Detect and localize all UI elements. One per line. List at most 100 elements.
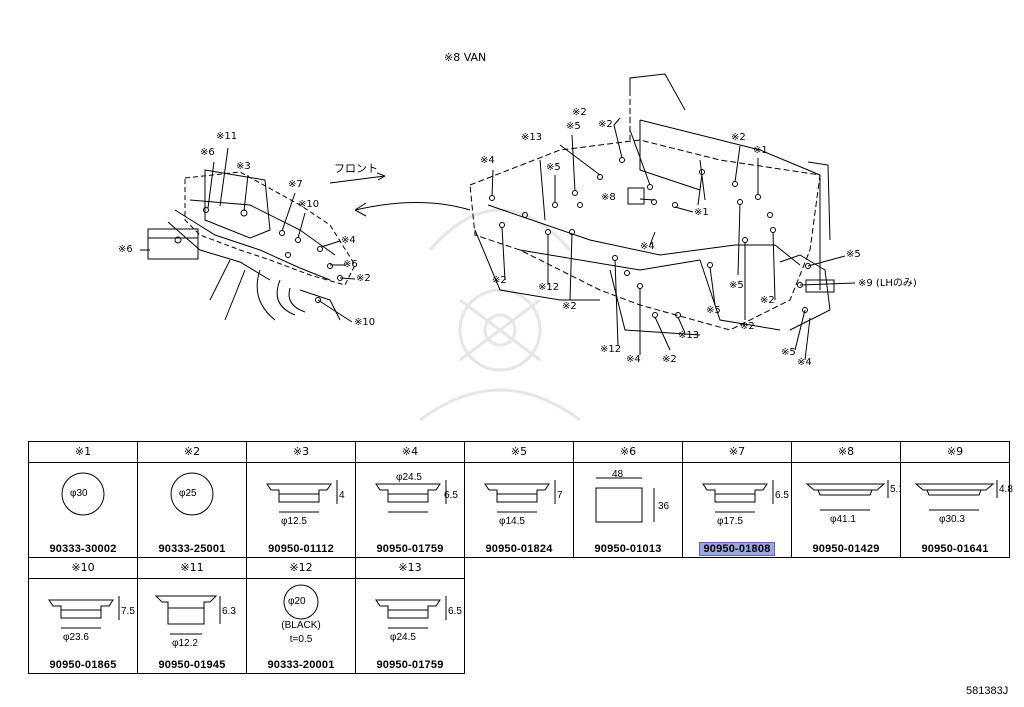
parts-diagram <box>140 73 856 422</box>
part-mark: ※12 <box>247 558 355 579</box>
van-label: ※8 VAN <box>444 51 487 64</box>
callout-2-r-h: ※2 <box>662 354 677 365</box>
callout-5-r-c: ※5 <box>846 249 861 260</box>
callout-4-r-a: ※4 <box>480 155 495 166</box>
part-mark: ※3 <box>247 442 355 463</box>
part-mark: ※13 <box>356 558 464 579</box>
part-dimension: 6.5 <box>448 606 462 617</box>
callout-5-r-a: ※5 <box>566 121 581 132</box>
part-mark: ※7 <box>683 442 791 463</box>
part-number[interactable]: 90950-01112 <box>247 543 355 555</box>
callout-12-r-b: ※12 <box>600 344 622 355</box>
part-number-text[interactable]: 90950-01759 <box>376 543 444 555</box>
part-number-text[interactable]: 90950-01945 <box>158 659 226 671</box>
part-number-text[interactable]: 90950-01013 <box>594 543 662 555</box>
part-dimension: 4.8 <box>999 484 1013 495</box>
part-drawing <box>266 480 338 513</box>
part-drawing <box>61 472 105 516</box>
part-number-text[interactable]: 90333-30002 <box>49 543 117 555</box>
callout-4-r-d: ※4 <box>797 357 812 368</box>
callout-6-left-top: ※6 <box>200 147 215 158</box>
part-number[interactable]: 90950-01808 <box>683 542 791 556</box>
callout-4-r-c: ※4 <box>626 354 641 365</box>
part-number[interactable]: 90950-01759 <box>356 659 464 671</box>
part-number-text[interactable]: 90950-01759 <box>376 659 444 671</box>
part-dimension: φ14.5 <box>499 516 525 527</box>
part-number-text[interactable]: 90950-01112 <box>268 543 334 555</box>
callout-8-r: ※8 <box>601 192 616 203</box>
part-dimension: φ12.5 <box>281 516 307 527</box>
callout-2-r-d: ※2 <box>492 275 507 286</box>
part-number[interactable]: 90333-20001 <box>247 659 355 671</box>
diagram-number: 581383J <box>966 685 1009 697</box>
part-dimension: 36 <box>658 501 670 512</box>
part-dimension: φ30 <box>70 488 88 499</box>
callout-5-r-d: ※5 <box>729 280 744 291</box>
part-cell: ※1 φ30 90333-30002 <box>28 441 138 558</box>
part-mark: ※9 <box>901 442 1009 463</box>
callout-2-left: ※2 <box>356 273 371 284</box>
part-drawing <box>48 596 120 629</box>
part-dimension: φ41.1 <box>830 514 856 525</box>
part-drawing <box>283 584 319 620</box>
part-drawing <box>484 480 556 513</box>
part-dimension: φ12.2 <box>172 638 198 649</box>
part-number[interactable]: 90333-25001 <box>138 543 246 555</box>
part-mark: ※11 <box>138 558 246 579</box>
callout-2-r-g: ※2 <box>740 321 755 332</box>
part-dimension: 7 <box>557 490 563 501</box>
van-body-drawing <box>469 73 856 361</box>
part-dimension: 6.5 <box>444 490 458 501</box>
callout-2-r-f: ※2 <box>562 301 577 312</box>
part-number-text[interactable]: 90950-01429 <box>812 543 880 555</box>
part-number[interactable]: 90950-01641 <box>901 543 1009 555</box>
callout-5-r-b: ※5 <box>546 162 561 173</box>
callout-12-r-a: ※12 <box>538 282 560 293</box>
part-mark: ※6 <box>574 442 682 463</box>
part-drawing <box>595 477 655 523</box>
part-dimension: φ17.5 <box>717 516 743 527</box>
part-dimension: 7.5 <box>121 606 135 617</box>
part-mark: ※1 <box>29 442 137 463</box>
part-dimension: φ20 <box>288 596 306 607</box>
front-body-drawing <box>140 147 471 323</box>
callout-10-left-top: ※10 <box>298 199 320 210</box>
part-number[interactable]: 90950-01013 <box>574 543 682 555</box>
part-number-text[interactable]: 90333-25001 <box>158 543 226 555</box>
callout-3-left: ※3 <box>236 161 251 172</box>
part-number-text[interactable]: 90950-01641 <box>921 543 989 555</box>
callout-5-r-e: ※5 <box>706 305 721 316</box>
callout-1-r-a: ※1 <box>753 145 768 156</box>
callout-2-r-b: ※2 <box>598 119 613 130</box>
part-drawing <box>170 472 214 516</box>
part-dimension: 5.1 <box>890 484 904 495</box>
part-dimension: φ24.5 <box>390 632 416 643</box>
part-mark: ※10 <box>29 558 137 579</box>
part-number-text[interactable]: 90950-01824 <box>485 543 553 555</box>
part-drawing <box>375 596 447 629</box>
front-label: フロント <box>334 162 378 175</box>
part-dimension: 48 <box>612 469 624 480</box>
callout-4-r-b: ※4 <box>640 241 655 252</box>
part-cell: ※13 6.5 φ24.5 90950-01759 <box>355 557 465 674</box>
callout-10-left: ※10 <box>354 317 376 328</box>
part-number[interactable]: 90950-01824 <box>465 543 573 555</box>
part-number[interactable]: 90950-01759 <box>356 543 464 555</box>
part-number-text[interactable]: 90950-01808 <box>699 542 775 556</box>
part-cell: ※6 48 36 90950-01013 <box>573 441 683 558</box>
part-dimension: φ24.5 <box>396 472 422 483</box>
callout-6-left-2: ※6 <box>343 259 358 270</box>
part-number[interactable]: 90950-01429 <box>792 543 900 555</box>
part-number-text[interactable]: 90333-20001 <box>267 659 335 671</box>
part-number[interactable]: 90950-01945 <box>138 659 246 671</box>
part-number[interactable]: 90333-30002 <box>29 543 137 555</box>
part-number[interactable]: 90950-01865 <box>29 659 137 671</box>
callout-13-r-a: ※13 <box>521 132 543 143</box>
part-drawing <box>375 480 447 513</box>
part-number-text[interactable]: 90950-01865 <box>49 659 117 671</box>
